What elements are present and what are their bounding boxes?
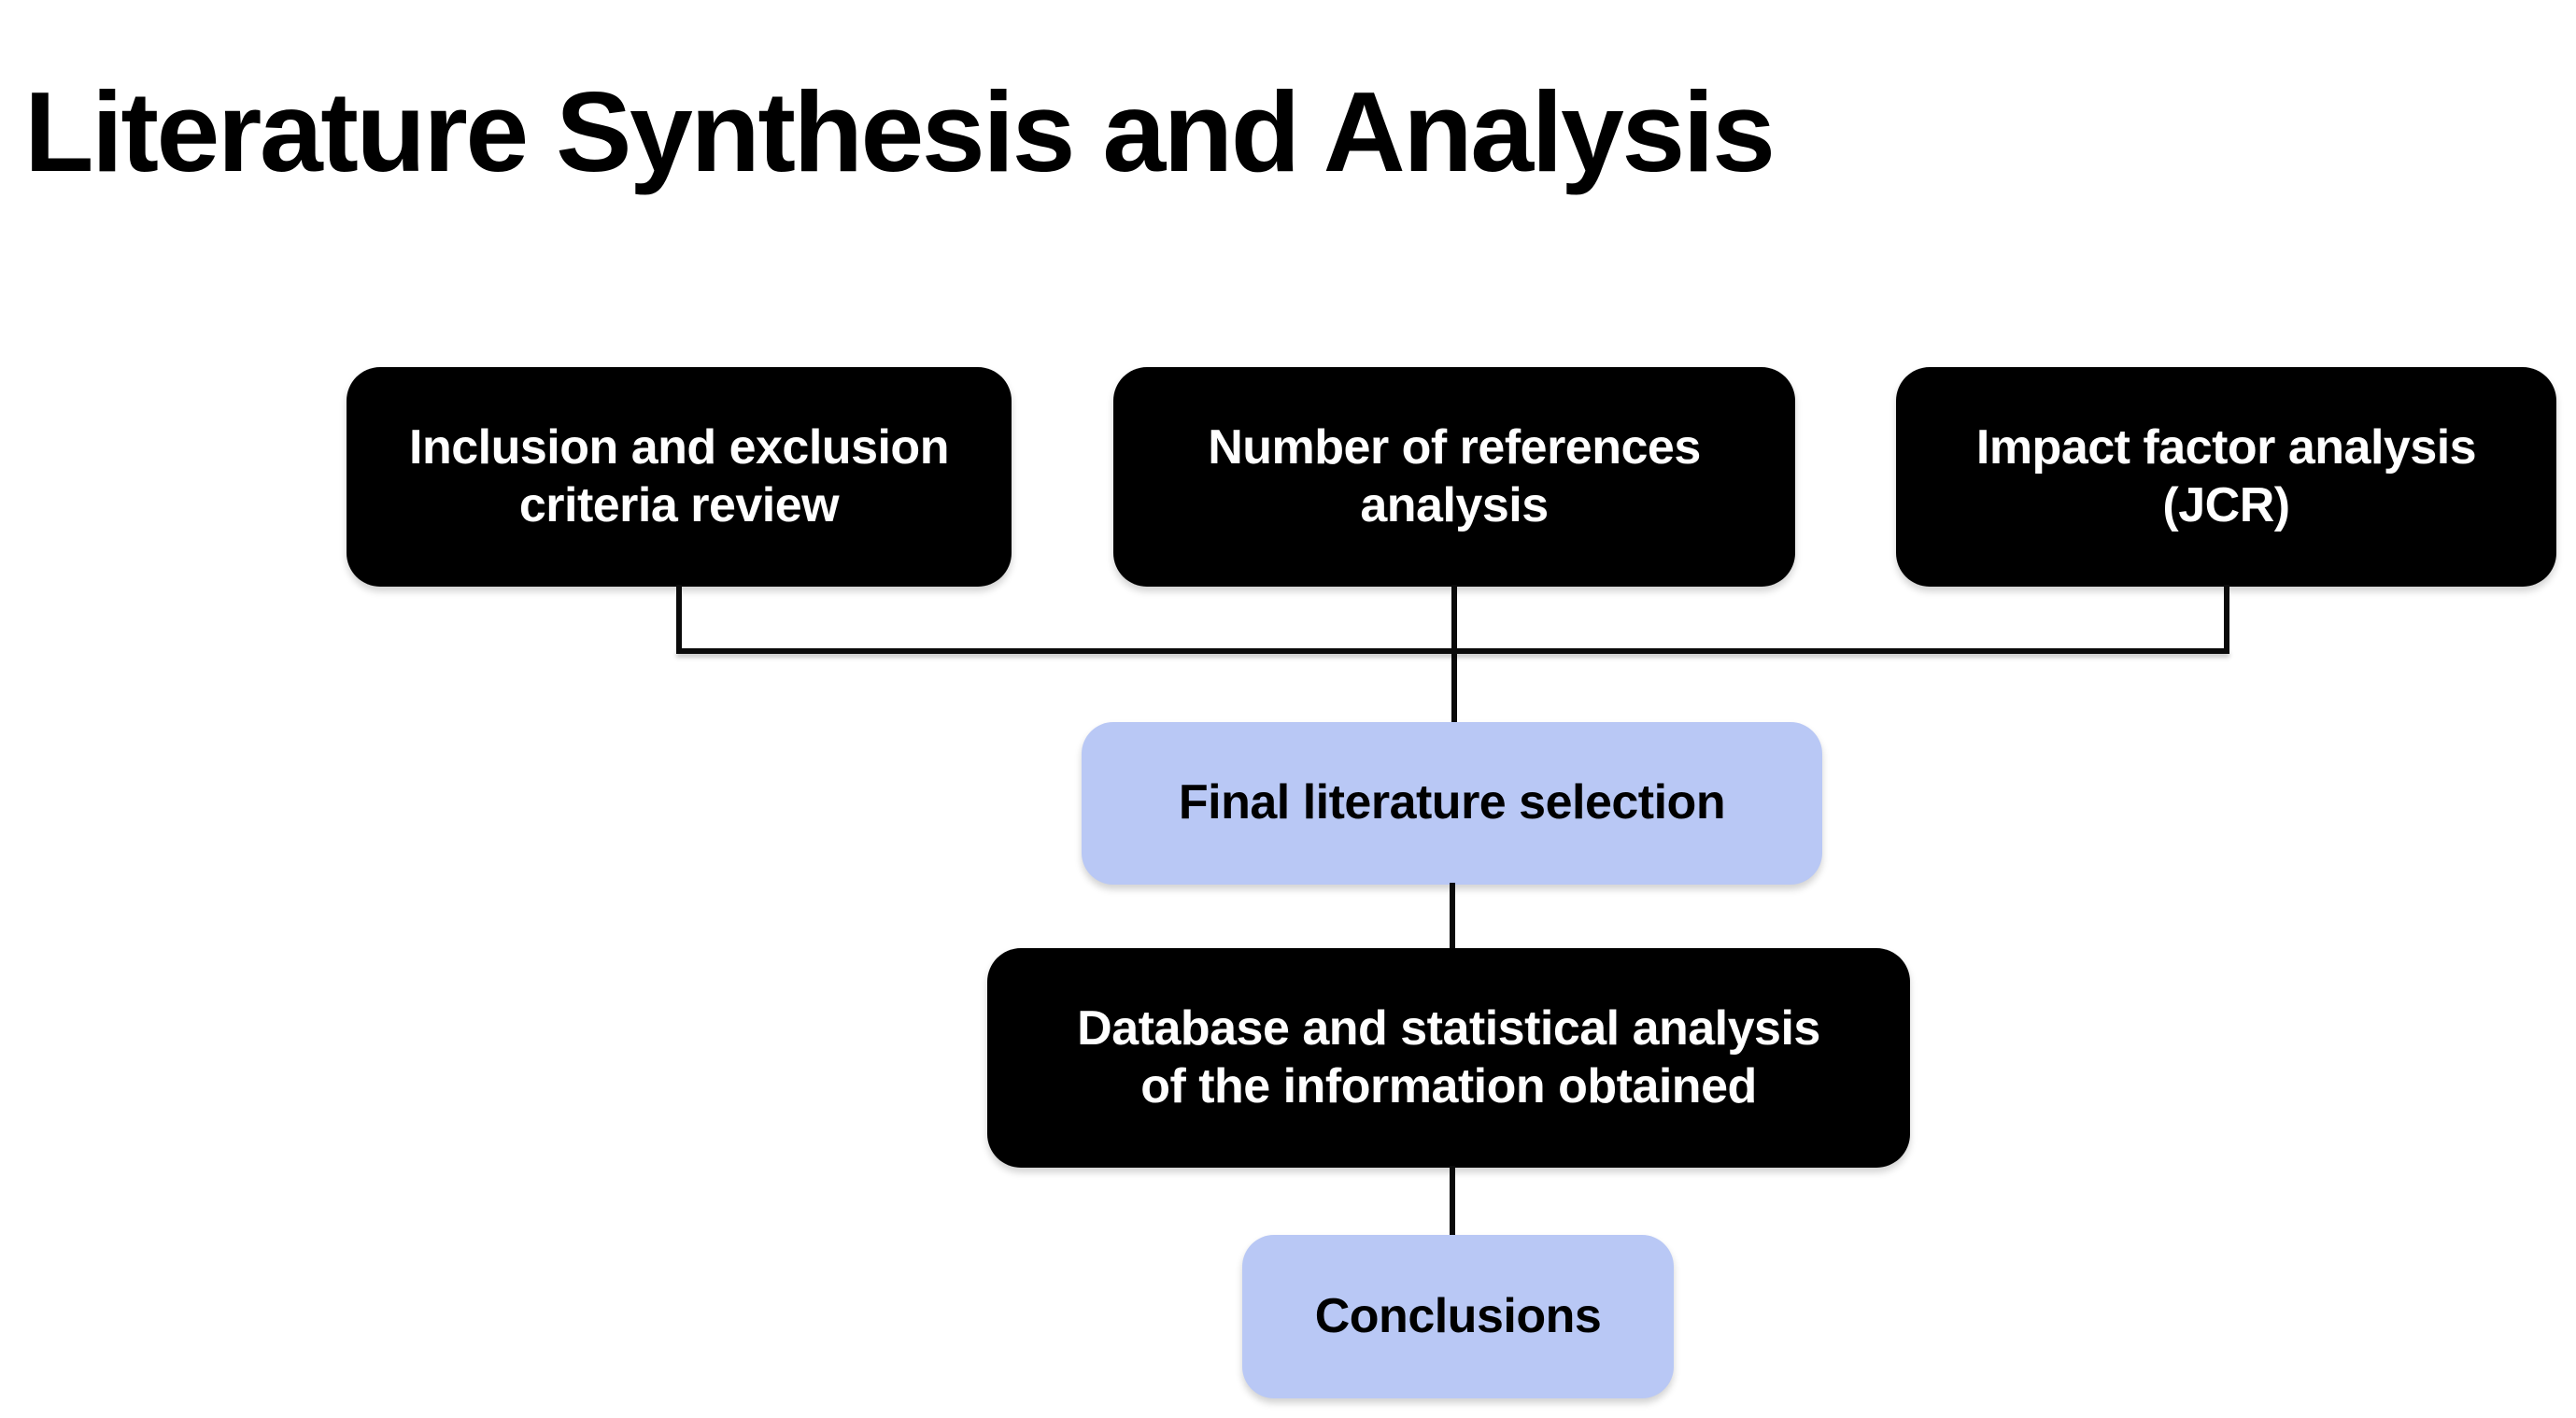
node-final-literature-selection: Final literature selection — [1082, 722, 1822, 885]
connector-left-vertical — [676, 585, 682, 654]
connector-selection-to-database — [1450, 883, 1455, 950]
node-database-statistical-analysis: Database and statistical analysis of the… — [987, 948, 1910, 1168]
node-label: Number of references analysis — [1208, 420, 1701, 532]
node-impact-factor-jcr: Impact factor analysis (JCR) — [1896, 367, 2556, 587]
node-label: Impact factor analysis (JCR) — [1975, 420, 2477, 532]
node-inclusion-exclusion-criteria: Inclusion and exclusion criteria review — [347, 367, 1012, 587]
connector-merge-horizontal — [676, 648, 2229, 654]
node-label: Conclusions — [1314, 1288, 1602, 1343]
node-label: Final literature selection — [1178, 775, 1726, 830]
node-label: Inclusion and exclusion criteria review — [409, 420, 949, 532]
node-label: Database and statistical analysis of the… — [1077, 1001, 1820, 1113]
node-number-of-references: Number of references analysis — [1113, 367, 1795, 587]
page-title: Literature Synthesis and Analysis — [24, 67, 1776, 195]
node-conclusions: Conclusions — [1242, 1235, 1674, 1398]
connector-middle-vertical — [1451, 585, 1457, 724]
connector-database-to-conclusions — [1450, 1166, 1455, 1237]
connector-right-vertical — [2224, 585, 2229, 654]
